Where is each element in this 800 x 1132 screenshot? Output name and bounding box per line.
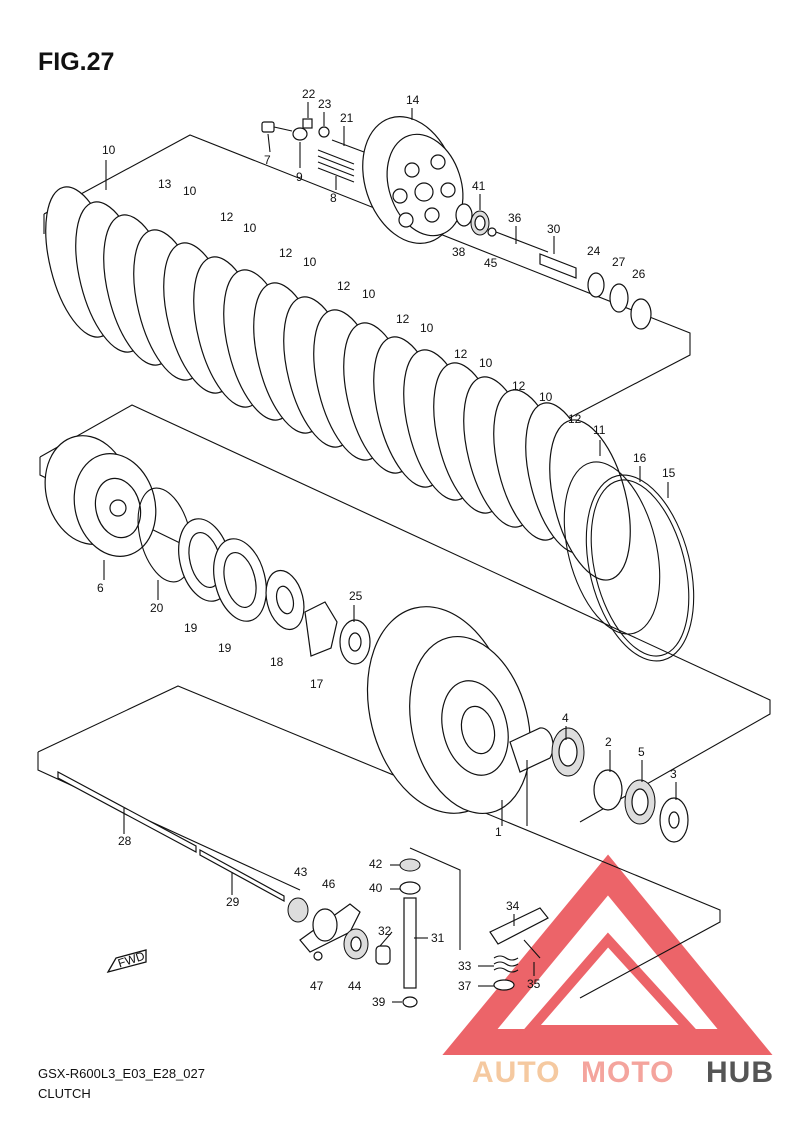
callout-12g: 12 bbox=[568, 412, 582, 426]
callout-3: 3 bbox=[670, 767, 677, 781]
clutch-sleeve-hub bbox=[44, 435, 157, 557]
spring-bolt-set bbox=[261, 118, 365, 183]
callout-41: 41 bbox=[472, 179, 486, 193]
callout-35: 35 bbox=[527, 977, 541, 991]
callout-13: 13 bbox=[158, 177, 172, 191]
watermark-moto: MOTO bbox=[581, 1056, 674, 1089]
figure-title: FIG.27 bbox=[38, 48, 115, 76]
callout-10h: 10 bbox=[539, 390, 553, 404]
callout-4: 4 bbox=[562, 711, 569, 725]
callout-22: 22 bbox=[302, 87, 316, 101]
callout-12f: 12 bbox=[512, 379, 526, 393]
callout-12c: 12 bbox=[337, 279, 351, 293]
callout-5: 5 bbox=[638, 745, 645, 759]
callout-24: 24 bbox=[587, 244, 601, 258]
callout-26: 26 bbox=[632, 267, 646, 281]
callout-12d: 12 bbox=[396, 312, 410, 326]
callout-12b: 12 bbox=[279, 246, 293, 260]
callout-14: 14 bbox=[406, 93, 420, 107]
push-rod-set bbox=[455, 203, 652, 330]
primary-driven-gear bbox=[366, 606, 531, 815]
callout-10b: 10 bbox=[183, 184, 197, 198]
callout-6: 6 bbox=[97, 581, 104, 595]
callout-25: 25 bbox=[349, 589, 363, 603]
push-rods bbox=[57, 770, 285, 903]
callout-40: 40 bbox=[369, 881, 383, 895]
callout-7: 7 bbox=[264, 153, 271, 167]
callout-16: 16 bbox=[633, 451, 647, 465]
callout-29: 29 bbox=[226, 895, 240, 909]
spring-rings bbox=[563, 461, 695, 662]
callout-30: 30 bbox=[547, 222, 561, 236]
callout-10f: 10 bbox=[420, 321, 434, 335]
callout-27: 27 bbox=[612, 255, 626, 269]
callout-9: 9 bbox=[296, 170, 303, 184]
callout-39: 39 bbox=[372, 995, 386, 1009]
callout-2: 2 bbox=[605, 735, 612, 749]
watermark-logo bbox=[442, 854, 773, 1055]
callout-19a: 19 bbox=[184, 621, 198, 635]
callout-38: 38 bbox=[452, 245, 466, 259]
callout-12a: 12 bbox=[220, 210, 234, 224]
assembly-box-plates bbox=[43, 134, 691, 476]
callout-10a: 10 bbox=[102, 143, 116, 157]
callout-28: 28 bbox=[118, 834, 132, 848]
leader-lines bbox=[103, 102, 677, 1003]
model-code: GSX-R600L3_E03_E28_027 bbox=[38, 1066, 205, 1081]
callout-36: 36 bbox=[508, 211, 522, 225]
callout-18: 18 bbox=[270, 655, 284, 669]
callout-23: 23 bbox=[318, 97, 332, 111]
callouts: 1 2 3 4 5 6 7 8 9 10 10 10 10 10 10 10 1… bbox=[97, 87, 677, 1009]
callout-21: 21 bbox=[340, 111, 354, 125]
callout-42: 42 bbox=[369, 857, 383, 871]
callout-10e: 10 bbox=[362, 287, 376, 301]
callout-31: 31 bbox=[431, 931, 445, 945]
callout-43: 43 bbox=[294, 865, 308, 879]
callout-12e: 12 bbox=[454, 347, 468, 361]
damper-parts bbox=[137, 487, 371, 665]
callout-37: 37 bbox=[458, 979, 472, 993]
clutch-release-parts bbox=[287, 858, 549, 1008]
callout-20: 20 bbox=[150, 601, 164, 615]
fwd-label: FWD bbox=[116, 949, 147, 971]
callout-10c: 10 bbox=[243, 221, 257, 235]
watermark-auto: AUTO bbox=[472, 1056, 560, 1089]
callout-34: 34 bbox=[506, 899, 520, 913]
callout-11: 11 bbox=[593, 423, 606, 437]
callout-32: 32 bbox=[378, 924, 392, 938]
callout-10g: 10 bbox=[479, 356, 493, 370]
clutch-plate-stack bbox=[45, 186, 631, 581]
callout-1: 1 bbox=[495, 825, 502, 839]
watermark-text: AUTO MOTO HUB bbox=[472, 1056, 774, 1089]
callout-44: 44 bbox=[348, 979, 362, 993]
callout-8: 8 bbox=[330, 191, 337, 205]
callout-17: 17 bbox=[310, 677, 324, 691]
callout-46: 46 bbox=[322, 877, 336, 891]
callout-19b: 19 bbox=[218, 641, 232, 655]
callout-45: 45 bbox=[484, 256, 498, 270]
pressure-plate bbox=[362, 116, 464, 244]
section-name: CLUTCH bbox=[38, 1086, 91, 1101]
watermark-hub: HUB bbox=[706, 1056, 774, 1089]
gear-spacer-bearing bbox=[509, 727, 689, 843]
callout-10d: 10 bbox=[303, 255, 317, 269]
callout-47: 47 bbox=[310, 979, 324, 993]
fwd-arrow-icon: FWD bbox=[106, 949, 147, 974]
assembly-box-basket bbox=[39, 404, 771, 823]
assembly-box-release bbox=[37, 685, 721, 999]
callout-15: 15 bbox=[662, 466, 676, 480]
callout-33: 33 bbox=[458, 959, 472, 973]
